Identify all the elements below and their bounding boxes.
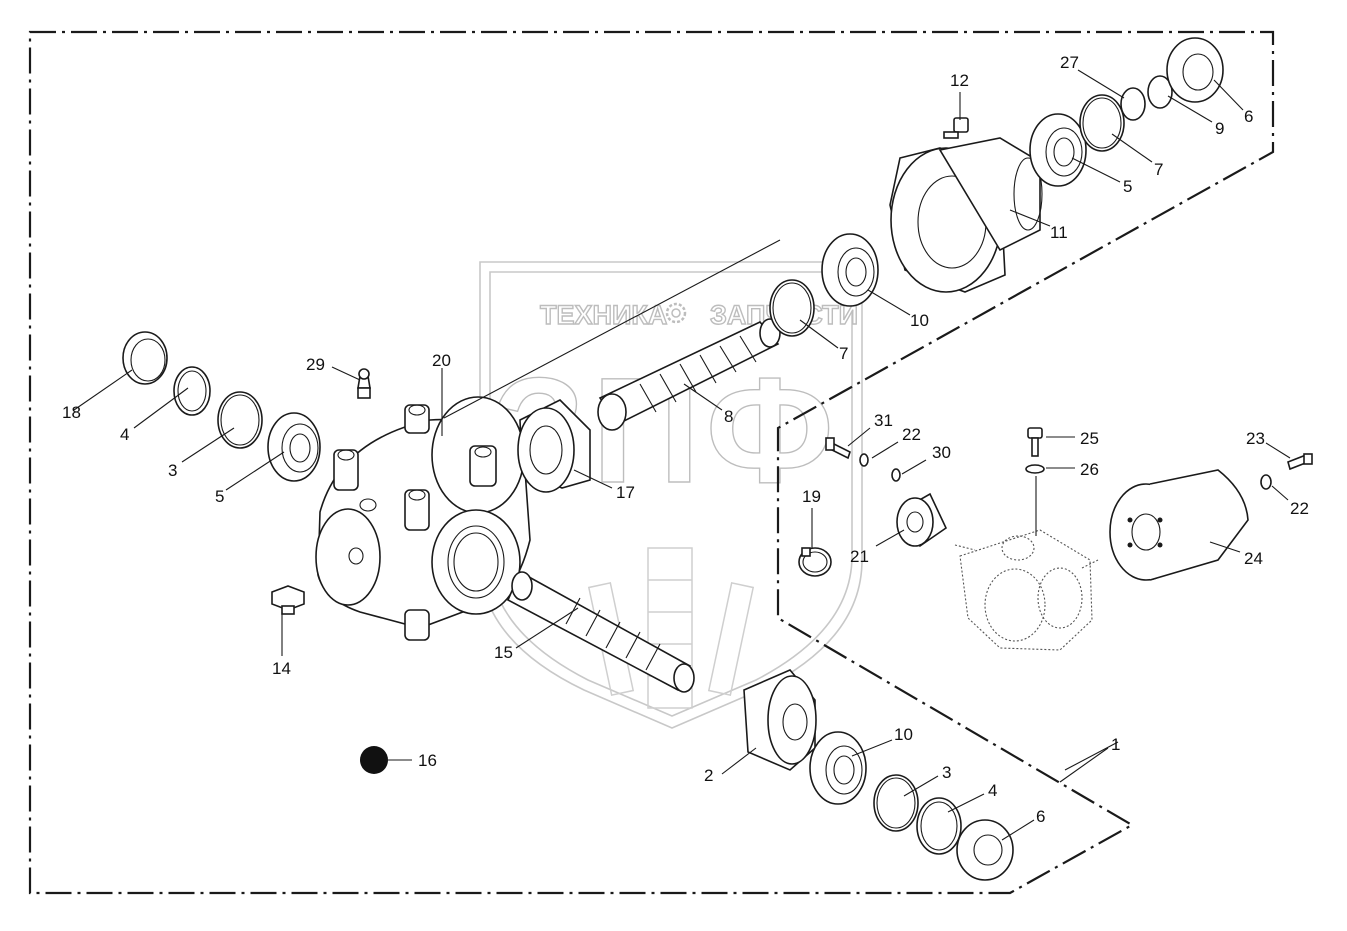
lower-seal-cap (956, 819, 1014, 881)
cover-bolt (1287, 453, 1313, 471)
callout-15: 15 (494, 643, 513, 662)
left-seal-ring (122, 331, 168, 385)
callout-22: 22 (902, 425, 921, 444)
output-shaft (506, 570, 695, 693)
callout-12: 12 (950, 71, 969, 90)
left-bearing (267, 412, 321, 482)
assembly-boundary (28, 30, 1275, 895)
callout-19: 19 (802, 487, 821, 506)
callout-17: 17 (616, 483, 635, 502)
callout-21: 21 (850, 547, 869, 566)
flange-bolt (943, 117, 969, 139)
callout-26: 26 (1080, 460, 1099, 479)
callout-6-lower: 6 (1036, 807, 1045, 826)
callout-4: 4 (120, 425, 129, 444)
leader-lines (73, 69, 1291, 841)
watermark-wheat-icon (587, 547, 755, 709)
callout-8: 8 (724, 407, 733, 426)
callout-23: 23 (1246, 429, 1265, 448)
upper-bearing-inner (821, 233, 879, 307)
callout-5: 5 (215, 487, 224, 506)
upper-snap-ring (1147, 75, 1173, 109)
bevel-gear-upper (517, 399, 591, 493)
callout-6-upper: 6 (1244, 107, 1253, 126)
callout-10-lower: 10 (894, 725, 913, 744)
callout-7-upper: 7 (1154, 160, 1163, 179)
callout-16: 16 (418, 751, 437, 770)
motor-washer (1025, 464, 1045, 474)
callout-labels: 1 2 3 3 4 4 5 5 6 6 7 7 8 9 10 10 11 12 … (62, 53, 1309, 826)
motor-bolt (1027, 427, 1043, 457)
callout-29: 29 (306, 355, 325, 374)
callout-4-lower: 4 (988, 781, 997, 800)
callout-5-upper: 5 (1123, 177, 1132, 196)
callout-2: 2 (704, 766, 713, 785)
callout-3-lower: 3 (942, 763, 951, 782)
left-o-ring (217, 391, 263, 449)
callout-27: 27 (1060, 53, 1079, 72)
upper-small-ring (1120, 87, 1146, 121)
callout-9: 9 (1215, 119, 1224, 138)
gearbox-housing (315, 396, 531, 641)
callout-24: 24 (1244, 549, 1263, 568)
drain-plug (271, 585, 305, 615)
callout-3: 3 (168, 461, 177, 480)
small-bolt-left (825, 437, 851, 460)
left-snap-ring (173, 366, 211, 416)
watermark-text-left: ТЕХНИКА (540, 300, 667, 330)
callout-10-upper: 10 (910, 311, 929, 330)
callout-22-right: 22 (1290, 499, 1309, 518)
callout-11: 11 (1050, 223, 1068, 242)
callout-30: 30 (932, 443, 951, 462)
upper-o-ring-inner (769, 279, 815, 337)
callout-7-lower: 7 (839, 344, 848, 363)
callout-1: 1 (1111, 735, 1120, 754)
upper-o-ring-outer (1079, 94, 1125, 152)
callout-31: 31 (874, 411, 893, 430)
cover-washer (1260, 474, 1272, 490)
upper-bearing-outer (1029, 113, 1087, 187)
callout-14: 14 (272, 659, 291, 678)
hose-clamp (798, 547, 832, 577)
lower-bearing (809, 731, 867, 805)
kit-marker (360, 746, 388, 774)
lower-snap-ring (916, 797, 962, 855)
washer-left (859, 453, 869, 467)
callout-20: 20 (432, 351, 451, 370)
washer-small (891, 468, 901, 482)
grease-nipple (357, 368, 371, 399)
lower-o-ring (873, 774, 919, 832)
callout-25: 25 (1080, 429, 1099, 448)
bevel-gear-lower (743, 669, 817, 771)
bearing-flange-housing (889, 137, 1043, 293)
upper-seal-cap (1166, 37, 1224, 103)
coupling (896, 492, 948, 548)
watermark-gear-icon (665, 302, 687, 324)
hydraulic-motor (954, 529, 1099, 651)
motor-cover (1109, 469, 1249, 581)
callout-18: 18 (62, 403, 81, 422)
